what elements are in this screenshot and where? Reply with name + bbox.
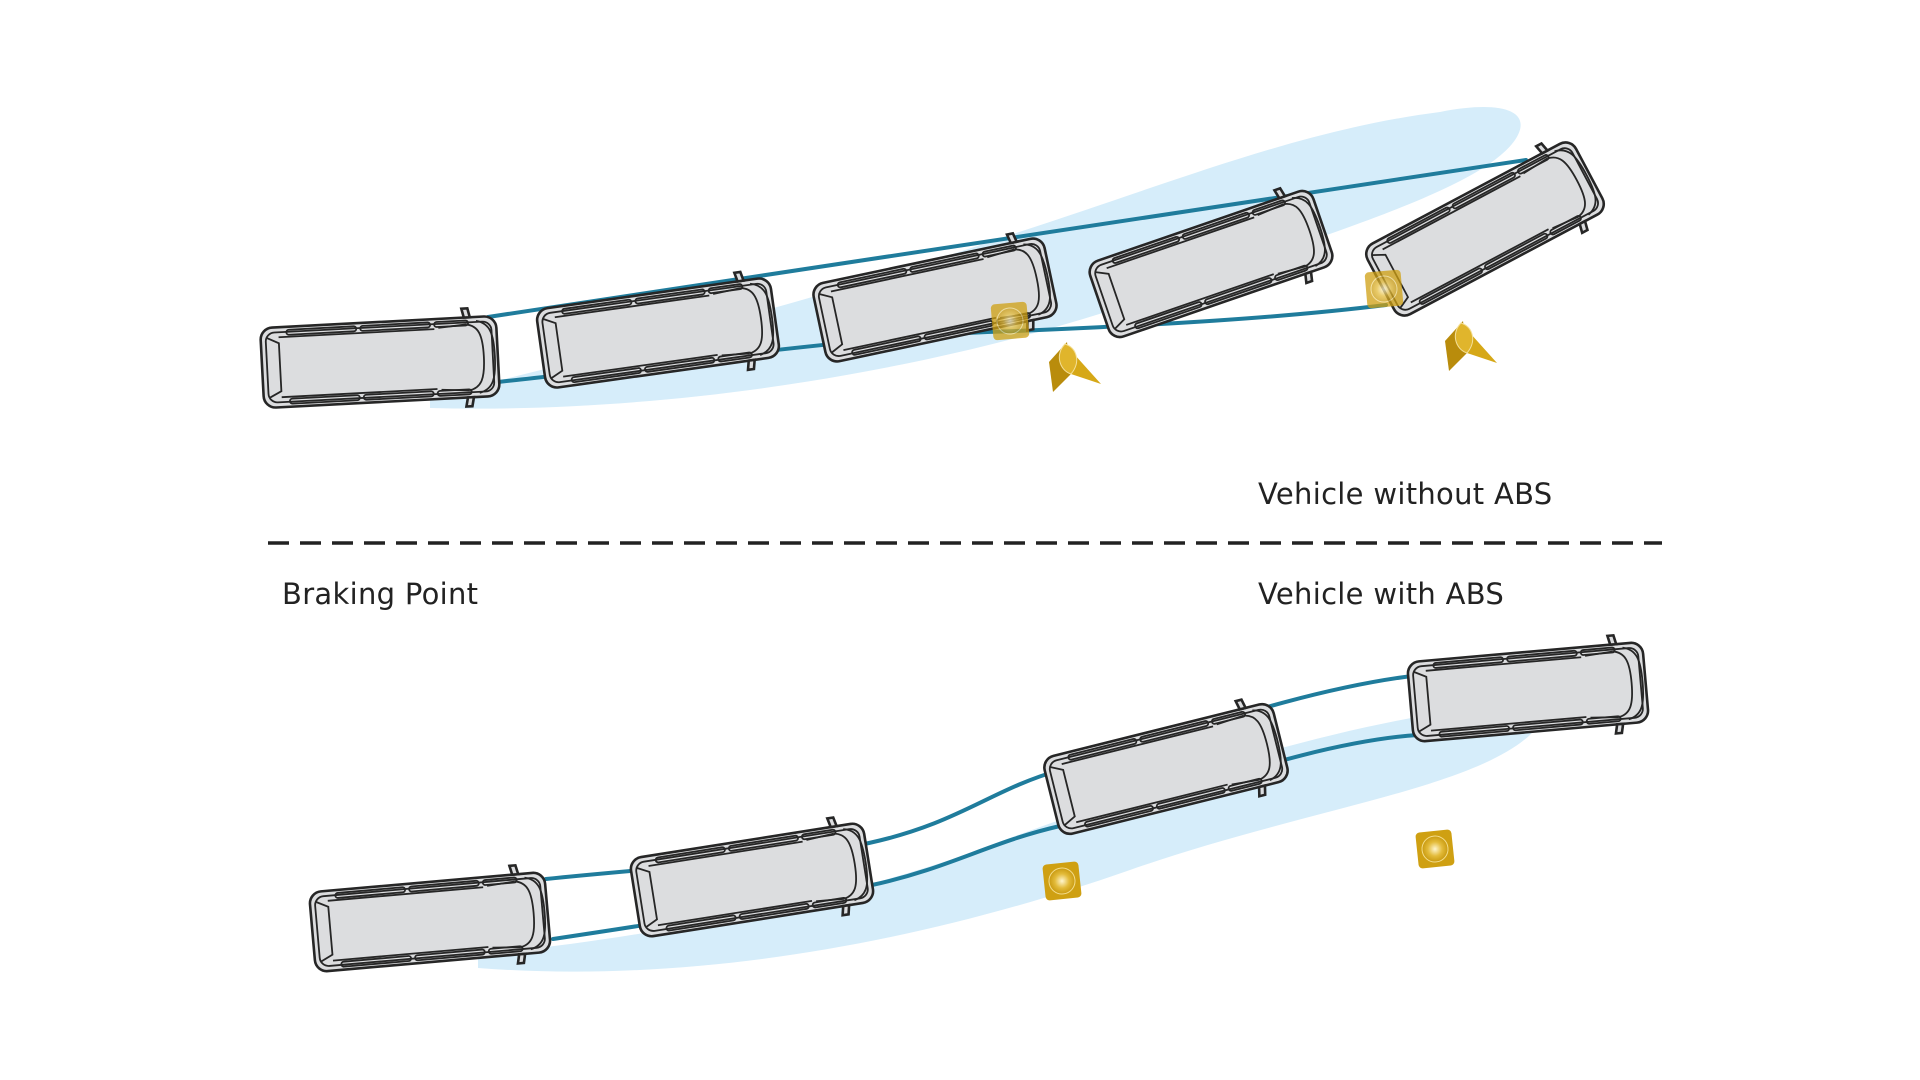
cone-icon: [1041, 860, 1083, 902]
skid-smudge: [478, 705, 1537, 972]
cone-knocked-over-icon: [1048, 341, 1102, 393]
scene-without-abs: [258, 107, 1614, 419]
cone-hit-marker: [1363, 268, 1405, 310]
cone-hit-marker: [989, 300, 1031, 342]
cone-icon: [1414, 828, 1456, 870]
cone-knocked-over-icon: [1444, 320, 1498, 372]
label-vehicle-with-abs: Vehicle with ABS: [1258, 577, 1505, 611]
scene-with-abs: [306, 631, 1652, 983]
label-vehicle-without-abs: Vehicle without ABS: [1258, 477, 1553, 511]
label-braking-point: Braking Point: [282, 577, 479, 611]
vehicle-final: [1404, 631, 1652, 753]
